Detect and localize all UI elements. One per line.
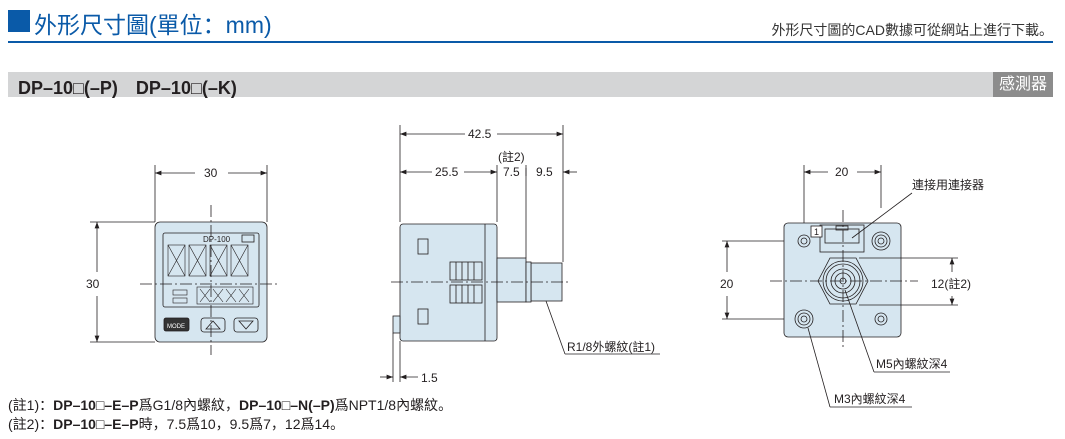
note-1-text-b: 爲NPT1/8內螺紋。 — [334, 397, 453, 413]
footnotes: (註1)：DP–10□–E–P爲G1/8內螺紋，DP–10□–N(–P)爲NPT… — [8, 396, 452, 434]
note-1-prefix: (註1)： — [8, 397, 54, 413]
note-1-model-a: DP–10□–E–P — [53, 397, 139, 413]
rear-view — [722, 165, 958, 408]
hex-dim: 12(註2) — [931, 277, 971, 291]
note2-ref: (註2) — [498, 150, 525, 164]
mode-button: MODE — [167, 324, 185, 330]
note-2-model: DP–10□–E–P — [53, 416, 139, 432]
model-label: DP-100 — [203, 235, 231, 244]
pin1-label: 1 — [814, 227, 819, 237]
note-2-text: 時，7.5爲10，9.5爲7，12爲14。 — [138, 416, 345, 432]
thread-label: R1/8外螺紋(註1) — [567, 340, 655, 354]
m5-label: M5內螺紋深4 — [876, 357, 948, 371]
body-length-dim: 25.5 — [435, 165, 459, 179]
front-width-dim: 30 — [204, 166, 218, 180]
neck-length-dim: 7.5 — [503, 165, 520, 179]
thread-length-dim: 9.5 — [536, 165, 553, 179]
connector-label: 連接用連接器 — [912, 177, 984, 192]
hole-pitch-v-dim: 20 — [720, 277, 734, 291]
heading-marker — [8, 10, 30, 32]
front-height-dim: 30 — [86, 277, 100, 291]
note-1: (註1)：DP–10□–E–P爲G1/8內螺紋，DP–10□–N(–P)爲NPT… — [8, 396, 452, 415]
clip-dim: 1.5 — [421, 371, 438, 385]
page-title: 外形尺寸圖(單位：mm) — [34, 12, 272, 38]
front-view — [90, 165, 280, 355]
hole-pitch-h-dim: 20 — [835, 165, 849, 179]
note-2: (註2)：DP–10□–E–P時，7.5爲10，9.5爲7，12爲14。 — [8, 415, 452, 434]
note-2-prefix: (註2)： — [8, 416, 54, 432]
cad-download-note: 外形尺寸圖的CAD數據可從網站上進行下載。 — [771, 22, 1053, 38]
section-bar: DP–10□(–P) DP–10□(–K) 感測器 — [8, 72, 1053, 98]
side-view — [380, 125, 660, 382]
section-title: DP–10□(–P) DP–10□(–K) — [18, 78, 237, 98]
note-1-text-a: 爲G1/8內螺紋， — [138, 397, 239, 413]
overall-length-dim: 42.5 — [468, 127, 492, 141]
header-divider — [8, 41, 1053, 43]
note-1-model-b: DP–10□–N(–P) — [239, 397, 335, 413]
category-tag: 感測器 — [993, 72, 1053, 97]
m3-label: M3內螺紋深4 — [834, 392, 906, 406]
